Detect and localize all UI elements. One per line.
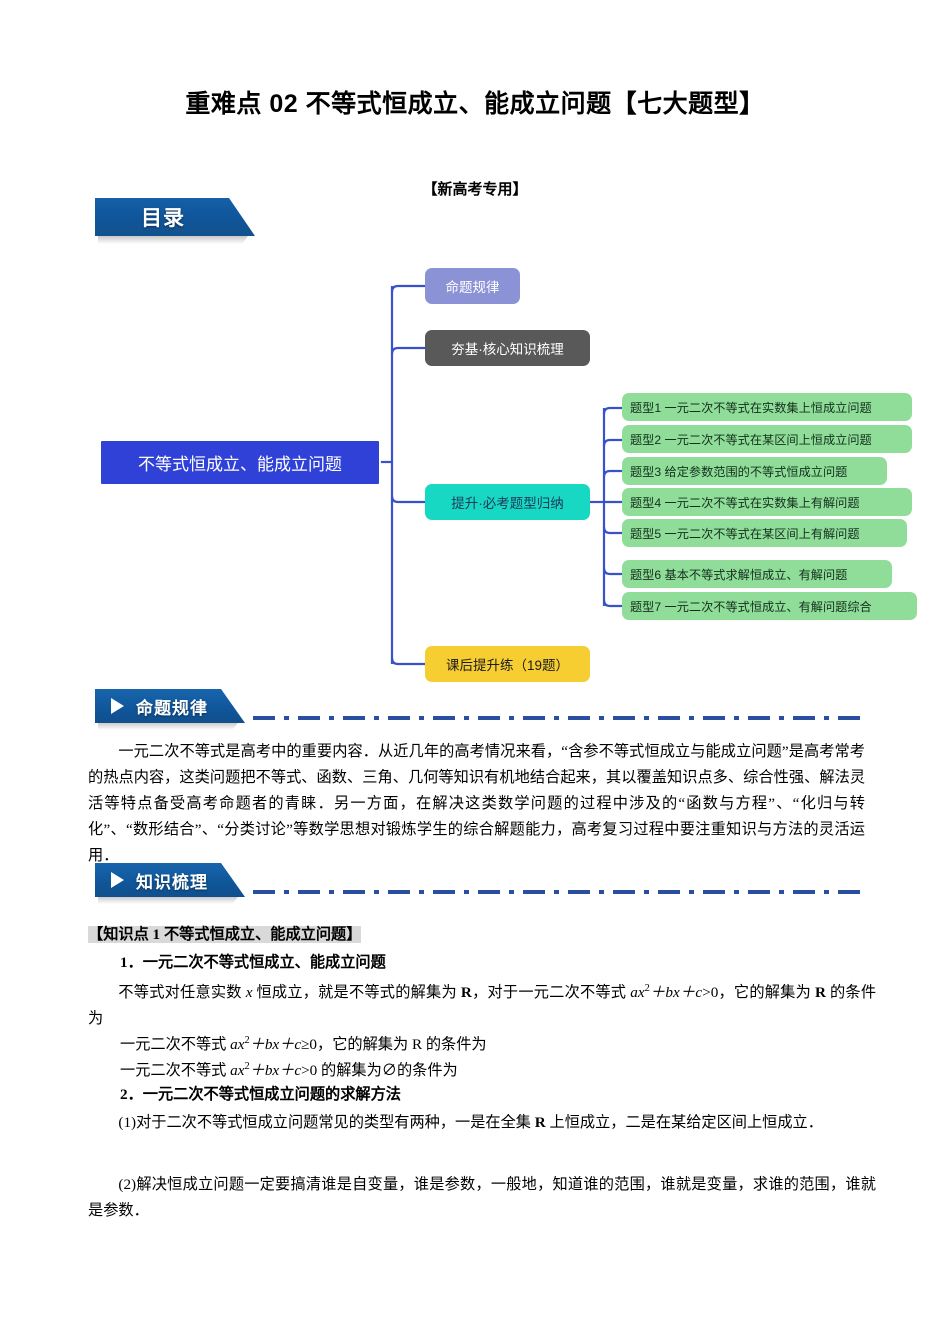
mindmap-topic-label: 题型5 一元二次不等式在某区间上有解问题 (630, 527, 860, 541)
mindmap-root-node[interactable]: 不等式恒成立、能成立问题 (100, 440, 380, 485)
mindmap-topic-label: 题型3 给定参数范围的不等式恒成立问题 (630, 465, 848, 479)
mindmap-branch-kehou[interactable]: 课后提升练（19题） (425, 646, 590, 682)
t: 一元二次不等式 (120, 1036, 231, 1054)
t: 恒成立，就是不等式的解集为 (252, 984, 461, 1002)
section-label: 知识梳理 (136, 872, 208, 892)
set-R: R (460, 984, 472, 1002)
item2-number: 2． (120, 1086, 143, 1103)
mindmap-topic-5[interactable]: 题型5 一元二次不等式在某区间上有解问题 (622, 519, 907, 547)
t: 的条件为 (88, 984, 877, 1028)
mindmap-root-label: 不等式恒成立、能成立问题 (138, 455, 342, 474)
expr-sup: 2 (244, 1061, 250, 1072)
kp-title: 不等式恒成立、能成立问题】 (163, 926, 362, 943)
page-title: 重难点 02 不等式恒成立、能成立问题【七大题型】 (185, 90, 765, 118)
mingti-paragraph: 一元二次不等式是高考中的重要内容．从近几年的高考情况来看，“含参不等式恒成立与能… (88, 743, 865, 864)
t: (1)对于二次不等式恒成立问题常见的类型有两种，一是在全集 (118, 1114, 535, 1131)
item2-heading: 2．一元二次不等式恒成立问题的求解方法 (120, 1082, 880, 1108)
mindmap-branch-mingti[interactable]: 命题规律 (425, 268, 520, 304)
mindmap-branch-hangji[interactable]: 夯基·核心知识梳理 (425, 330, 590, 366)
expr-b: ＋bx＋c (249, 1036, 302, 1054)
item2-para2: (2)解决恒成立问题一定要搞清谁是自变量，谁是参数，一般地，知道谁的范围，谁就是… (88, 1176, 876, 1219)
t: ，它的解集为 R 的条件为 (317, 1036, 487, 1054)
document-subtitle: 【新高考专用】 (422, 182, 528, 198)
triangle-play-icon (111, 698, 124, 714)
expr-a: ax (230, 1036, 245, 1054)
t: 一元二次不等式 (120, 1062, 231, 1080)
expr-c: >0 (301, 1062, 318, 1080)
item1-line1: 不等式对任意实数 x 恒成立，就是不等式的解集为 R，对于一元二次不等式 ax2… (88, 976, 876, 1032)
var-x: x (245, 984, 253, 1002)
expr-a: ax (230, 1062, 245, 1080)
mindmap-topic-label: 题型6 基本不等式求解恒成立、有解问题 (630, 568, 848, 582)
section-divider-mingti (253, 716, 860, 720)
mindmap-connectors (380, 284, 622, 666)
toc-banner-shadow (98, 236, 256, 244)
item1-heading: 1．一元二次不等式恒成立、能成立问题 (120, 950, 880, 976)
expr-sup: 2 (244, 1035, 250, 1046)
mindmap-topic-2[interactable]: 题型2 一元二次不等式在某区间上恒成立问题 (622, 425, 912, 453)
t: 上恒成立，二是在某给定区间上恒成立． (545, 1114, 823, 1131)
t: 的解集为∅的条件为 (317, 1062, 458, 1080)
mindmap: 不等式恒成立、能成立问题 命题规律 夯基·核心知识梳理 提升·必考题型归纳 课后… (80, 240, 917, 690)
expr-c: >0 (702, 984, 719, 1002)
item1-number: 1． (120, 954, 143, 971)
mindmap-topic-3[interactable]: 题型3 给定参数范围的不等式恒成立问题 (622, 457, 887, 485)
kp-bracket: 【知识点 1 (88, 926, 161, 943)
item2-title: 一元二次不等式恒成立问题的求解方法 (142, 1086, 401, 1103)
item2-para1: (1)对于二次不等式恒成立问题常见的类型有两种，一是在全集 R 上恒成立，二是在… (88, 1110, 876, 1136)
expr-a: ax (630, 984, 645, 1002)
mindmap-topic-1[interactable]: 题型1 一元二次不等式在实数集上恒成立问题 (622, 393, 912, 421)
expr-c: ≥0 (301, 1036, 318, 1054)
expr-sup: 2 (644, 983, 650, 994)
item1-line2: 一元二次不等式 ax2＋bx＋c≥0，它的解集为 R 的条件为 (120, 1028, 880, 1058)
mindmap-topic-7[interactable]: 题型7 一元二次不等式恒成立、有解问题综合 (622, 592, 917, 620)
toc-banner-label: 目录 (141, 207, 185, 230)
t: ，对于一元二次不等式 (471, 984, 631, 1002)
item1-title: 一元二次不等式恒成立、能成立问题 (142, 954, 386, 971)
mindmap-branch-label: 课后提升练（19题） (445, 658, 570, 673)
mindmap-topic-label: 题型7 一元二次不等式恒成立、有解问题综合 (630, 600, 872, 614)
section-divider-zhishi (253, 890, 860, 894)
expr-b: ＋bx＋c (249, 1062, 302, 1080)
item1-line3: 一元二次不等式 ax2＋bx＋c>0 的解集为∅的条件为 (120, 1054, 880, 1084)
mindmap-topic-label: 题型2 一元二次不等式在某区间上恒成立问题 (630, 433, 872, 447)
expr-b: ＋bx＋c (649, 984, 703, 1002)
knowledge-point-heading: 【知识点 1 不等式恒成立、能成立问题】 (88, 922, 878, 948)
toc-banner: 目录 (95, 198, 255, 236)
t: 不等式对任意实数 (118, 984, 246, 1002)
triangle-play-icon (111, 872, 124, 888)
mindmap-topic-label: 题型1 一元二次不等式在实数集上恒成立问题 (630, 401, 872, 415)
mindmap-branch-label: 命题规律 (445, 280, 500, 295)
mindmap-branch-label: 夯基·核心知识梳理 (451, 342, 564, 357)
set-R: R (534, 1114, 546, 1131)
mindmap-branch-tisheng[interactable]: 提升·必考题型归纳 (425, 484, 590, 520)
mindmap-topic-4[interactable]: 题型4 一元二次不等式在实数集上有解问题 (622, 488, 912, 516)
section-label: 命题规律 (136, 698, 208, 718)
set-R: R (815, 984, 826, 1002)
t: ，它的解集为 (718, 984, 816, 1002)
mindmap-topic-label: 题型4 一元二次不等式在实数集上有解问题 (630, 496, 860, 510)
mindmap-topic-6[interactable]: 题型6 基本不等式求解恒成立、有解问题 (622, 560, 892, 588)
mindmap-branch-label: 提升·必考题型归纳 (451, 496, 564, 511)
